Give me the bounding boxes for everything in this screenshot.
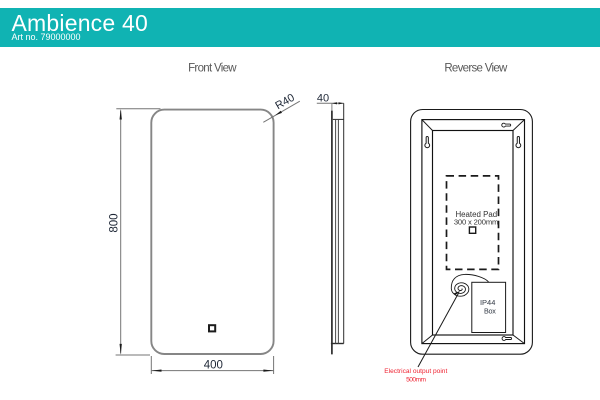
svg-text:Electrical output point: Electrical output point bbox=[384, 368, 447, 375]
svg-text:400: 400 bbox=[204, 359, 223, 371]
svg-text:Box: Box bbox=[484, 306, 496, 315]
svg-text:800: 800 bbox=[109, 213, 121, 232]
svg-text:Reverse View: Reverse View bbox=[444, 63, 508, 75]
svg-text:Heated Pad: Heated Pad bbox=[455, 210, 497, 219]
svg-text:40: 40 bbox=[317, 93, 329, 105]
svg-text:300 x 200mm: 300 x 200mm bbox=[454, 217, 498, 226]
svg-text:Front View: Front View bbox=[188, 63, 237, 75]
svg-text:500mm: 500mm bbox=[406, 376, 426, 383]
svg-text:IP44: IP44 bbox=[480, 298, 495, 307]
